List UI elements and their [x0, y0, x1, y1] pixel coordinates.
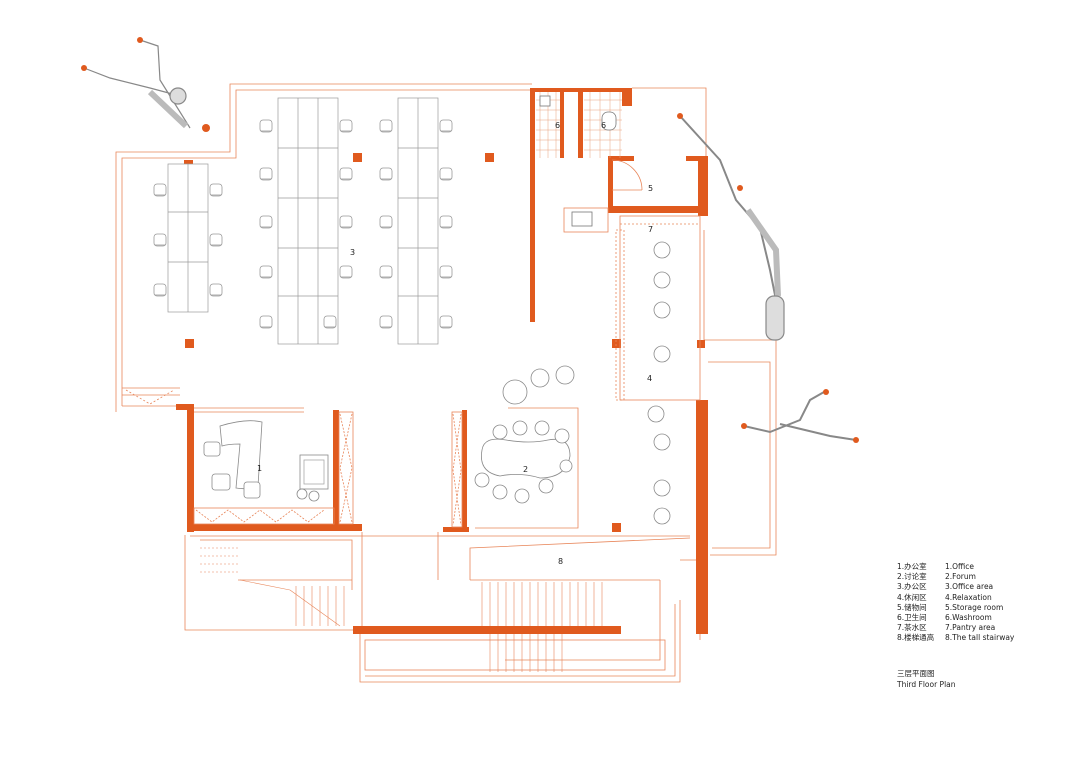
room-number-labels: 1 2 3 4 5 6 6 7 8 — [257, 121, 653, 566]
room-number-6a: 6 — [555, 121, 560, 130]
legend-row: 2.讨论室 2.Forum — [897, 572, 1014, 582]
room-number-3: 3 — [350, 248, 355, 257]
legend-en: 7.Pantry area — [945, 623, 996, 633]
legend-zh: 5.储物间 — [897, 602, 927, 612]
office-furniture — [203, 420, 329, 502]
legend-row: 8.楼梯通高 8.The tall stairway — [897, 633, 1014, 643]
legend-row: 3.办公区 3.Office area — [897, 582, 1014, 592]
legend-zh: 7.茶水区 — [897, 623, 927, 633]
exterior-outline — [115, 83, 777, 683]
legend-row: 4.休闲区 4.Relaxation — [897, 593, 1014, 603]
room-number-7: 7 — [648, 225, 653, 234]
legend-zh: 3.办公区 — [897, 582, 927, 592]
legend-zh: 4.休闲区 — [897, 592, 927, 602]
legend-en: 1.Office — [945, 562, 975, 571]
legend-row: 1.办公室 1.Office — [897, 562, 1014, 572]
legend-zh: 2.讨论室 — [897, 572, 927, 582]
robot-arm-decor — [81, 37, 859, 443]
caption-zh: 三层平面图 — [897, 669, 935, 678]
room-number-2: 2 — [523, 465, 528, 474]
legend-zh: 6.卫生间 — [897, 613, 927, 623]
walls — [176, 88, 708, 634]
workstations — [167, 97, 439, 345]
partitions — [190, 92, 701, 671]
plan-caption: 三层平面图 Third Floor Plan — [897, 669, 956, 690]
legend-row: 7.茶水区 7.Pantry area — [897, 623, 1014, 633]
relaxation-stools — [647, 241, 671, 525]
legend-zh: 1.办公室 — [897, 562, 927, 571]
legend-en: 4.Relaxation — [945, 592, 992, 602]
legend-row: 6.卫生间 6.Washroom — [897, 613, 1014, 623]
legend-en: 6.Washroom — [945, 613, 992, 623]
room-legend: 1.办公室 1.Office 2.讨论室 2.Forum 3.办公区 3.Office… — [897, 562, 1014, 644]
legend-en: 3.Office area — [945, 582, 994, 592]
legend-zh: 8.楼梯通高 — [897, 633, 935, 643]
room-number-6b: 6 — [601, 121, 606, 130]
legend-en: 2.Forum — [945, 572, 976, 582]
forum-furniture — [474, 365, 575, 504]
legend-en: 8.The tall stairway — [945, 633, 1015, 643]
room-number-8: 8 — [558, 557, 563, 566]
room-number-1: 1 — [257, 464, 262, 473]
washroom-fixtures — [539, 95, 617, 131]
legend-en: 5.Storage room — [945, 602, 1004, 612]
caption-en: Third Floor Plan — [897, 679, 956, 689]
stair-treads — [200, 547, 603, 672]
legend-row: 5.储物间 5.Storage room — [897, 603, 1014, 613]
room-number-4: 4 — [647, 374, 652, 383]
room-number-5: 5 — [648, 184, 653, 193]
